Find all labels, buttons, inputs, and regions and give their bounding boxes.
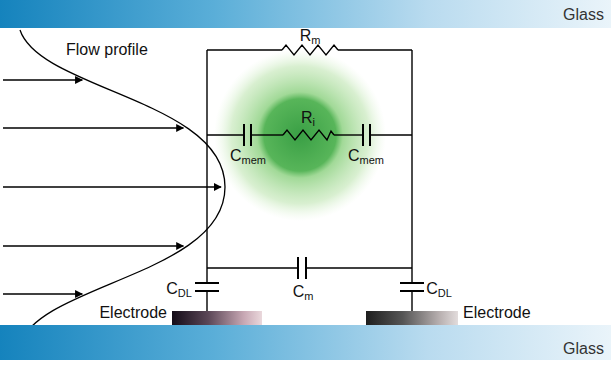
capacitor-plate <box>362 124 364 146</box>
flow-arrow <box>3 186 221 187</box>
material-label: Glass <box>563 6 604 24</box>
electrode: Electrode <box>366 311 458 325</box>
flow-profile-label: Flow profile <box>66 41 148 59</box>
capacitor-plate <box>243 124 245 146</box>
equivalent-circuit <box>195 45 424 311</box>
wire <box>251 134 283 135</box>
wire <box>206 291 207 311</box>
flow-arrow <box>3 127 183 128</box>
component-label: CDL <box>426 280 452 300</box>
capacitor-plate <box>400 282 424 284</box>
wire <box>206 50 207 283</box>
wire <box>207 267 298 268</box>
cell: RiCmem Cmem <box>214 49 386 221</box>
electrode-label: Electrode <box>99 304 167 322</box>
wire <box>411 50 412 283</box>
component-label: Cm <box>293 283 314 303</box>
capacitor-plate <box>195 282 219 284</box>
resistor-symbol <box>282 45 338 55</box>
resistor-symbol <box>283 130 334 140</box>
wire <box>370 134 412 135</box>
component-label: Cmem <box>230 147 266 167</box>
wire <box>207 134 244 135</box>
flow-arrow <box>3 293 82 294</box>
material-label: Glass <box>563 340 604 358</box>
flow-arrows <box>3 80 221 294</box>
glass-band: Glass <box>0 0 611 28</box>
glass-band: Glass <box>0 325 611 360</box>
flow-arrow <box>3 79 82 80</box>
wire <box>411 291 412 311</box>
electrode: Electrode <box>172 311 262 325</box>
component-label: Rm <box>300 27 321 47</box>
electrode-label: Electrode <box>463 304 531 322</box>
component-label: CDL <box>166 280 192 300</box>
component-label: Cmem <box>348 147 384 167</box>
wire <box>306 267 412 268</box>
wire <box>207 49 282 50</box>
wire <box>334 134 363 135</box>
component-label: Ri <box>301 109 315 129</box>
flow-arrow <box>3 245 183 246</box>
capacitor-plate <box>297 257 299 279</box>
wire <box>338 49 412 50</box>
